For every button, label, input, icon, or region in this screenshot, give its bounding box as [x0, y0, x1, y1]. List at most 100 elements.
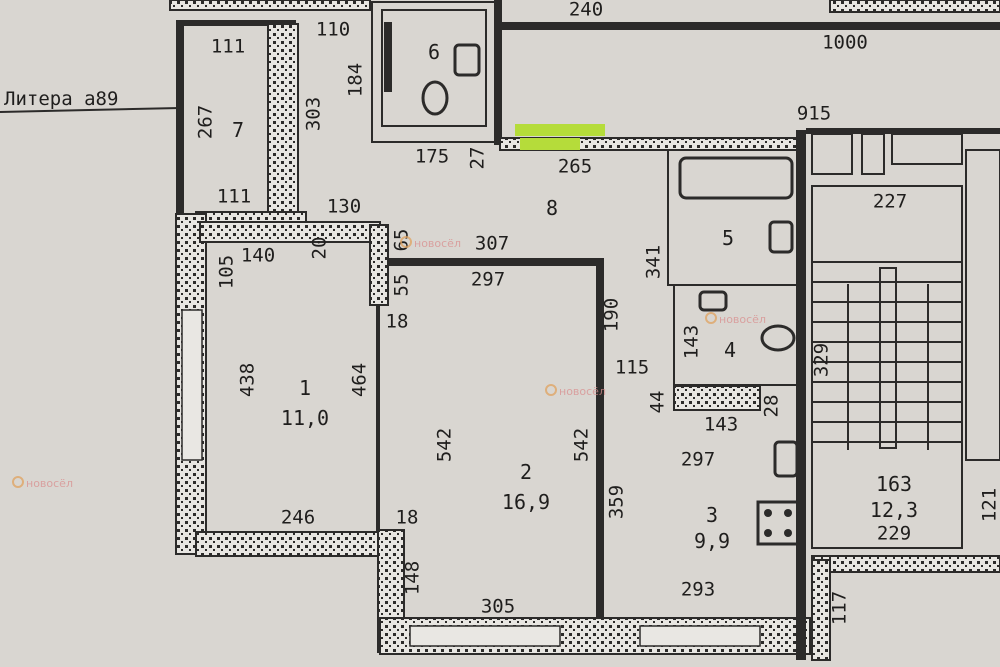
dim-229: 229	[876, 522, 912, 545]
highlight-mark	[515, 124, 605, 136]
watermark-logo-2: новосёл	[545, 384, 606, 398]
room1-wall-bottom	[195, 531, 387, 557]
stair-area: 12,3	[869, 498, 919, 522]
dim-542-left: 542	[433, 427, 456, 463]
room-1-number: 1	[298, 376, 312, 400]
dim-464: 464	[348, 362, 371, 398]
dim-148: 148	[401, 560, 424, 596]
right-wall	[796, 130, 806, 660]
dim-305: 305	[480, 595, 516, 618]
dim-265: 265	[557, 155, 593, 178]
room-5-number: 5	[721, 226, 735, 250]
watermark-logo-3: новосёл	[400, 236, 461, 250]
dim-303: 303	[302, 96, 325, 132]
dim-110: 110	[315, 18, 351, 41]
dim-542-right: 542	[570, 427, 593, 463]
dim-175: 175	[414, 145, 450, 168]
dim-28: 28	[760, 394, 783, 418]
room4-wall-bottom	[673, 385, 761, 411]
dim-297-top: 297	[470, 268, 506, 291]
room6-fixture-sink	[453, 43, 481, 77]
dim-20: 20	[308, 236, 331, 260]
watermark-logo-4: новосёл	[705, 312, 766, 326]
room4-sink	[698, 290, 728, 312]
dim-227: 227	[872, 190, 908, 213]
dim-915: 915	[796, 102, 832, 125]
room2-wall-right	[596, 258, 604, 620]
dim-111-bottom: 111	[216, 185, 252, 208]
room6-wall-right	[494, 0, 502, 145]
dim-143-h: 143	[703, 413, 739, 436]
room-6-number: 6	[427, 40, 441, 64]
room3-window-bottom	[639, 625, 761, 647]
room-2-area: 16,9	[501, 490, 551, 514]
dim-307: 307	[474, 232, 510, 255]
stove-burner-1	[764, 509, 772, 517]
dim-143-v: 143	[680, 324, 703, 360]
top-right-blocks-3	[891, 133, 963, 165]
room5-sink	[768, 220, 794, 254]
dim-55: 55	[390, 273, 413, 297]
dim-184: 184	[344, 62, 367, 98]
room-7-number: 7	[231, 118, 245, 142]
dim-44: 44	[646, 390, 669, 414]
top-right-wall	[806, 128, 1000, 134]
room7-wall-right	[267, 23, 299, 225]
stove-burner-3	[764, 529, 772, 537]
room4-toilet	[760, 324, 796, 352]
dim-1000: 1000	[822, 31, 868, 54]
dim-18-bottom: 18	[395, 506, 419, 529]
top-right-blocks	[811, 133, 853, 175]
stair-treads	[812, 261, 962, 443]
room7-wall-left	[176, 20, 184, 220]
room-3-area: 9,9	[693, 529, 731, 553]
room5-outline	[667, 149, 801, 286]
room5-bathtub	[678, 156, 794, 200]
dim-246: 246	[280, 506, 316, 529]
room-2-number: 2	[519, 460, 533, 484]
dim-140: 140	[240, 244, 276, 267]
room6-inner	[381, 9, 487, 127]
top-right-blocks-2	[861, 133, 885, 175]
room-4-number: 4	[723, 338, 737, 362]
room1-wall-top	[199, 221, 381, 243]
dim-121: 121	[978, 487, 1000, 523]
dim-341: 341	[642, 244, 665, 280]
top-wall-right	[829, 0, 1000, 13]
highlight-mark-2	[520, 138, 580, 150]
dim-105: 105	[215, 254, 238, 290]
dim-27: 27	[466, 146, 489, 170]
dim-111-top: 111	[210, 35, 246, 58]
dim-329: 329	[810, 342, 833, 378]
kitchen-sink	[773, 440, 799, 478]
stair-bottom-wall	[811, 555, 1000, 573]
dim-190: 190	[600, 297, 623, 333]
liter-label: Литера а89	[4, 88, 119, 110]
room6-fixture-tank	[384, 22, 392, 92]
kitchen-stove	[756, 500, 800, 546]
dim-267: 267	[194, 104, 217, 140]
dim-438: 438	[236, 362, 259, 398]
stair-outline	[811, 185, 963, 549]
dim-115: 115	[614, 356, 650, 379]
top-wall	[169, 0, 371, 11]
room1-window-left	[181, 309, 203, 461]
dim-117: 117	[828, 590, 851, 626]
stair-right-wall	[965, 149, 1000, 461]
dim-359: 359	[605, 484, 628, 520]
watermark-logo: новосёл	[12, 476, 73, 490]
dim-240: 240	[568, 0, 604, 21]
dim-18-top: 18	[385, 310, 409, 333]
stair-number: 163	[875, 472, 913, 496]
room6-fixture-toilet	[421, 80, 449, 116]
room7-wall-top	[176, 20, 296, 26]
room-1-area: 11,0	[280, 406, 330, 430]
dim-293: 293	[680, 578, 716, 601]
room1-wall-right	[369, 224, 389, 306]
dim-130: 130	[326, 195, 362, 218]
room-8-number: 8	[545, 196, 559, 220]
room-3-number: 3	[705, 503, 719, 527]
room2-window-bottom	[409, 625, 561, 647]
dim-297-kitchen: 297	[680, 448, 716, 471]
top-corridor-wall	[495, 22, 1000, 30]
